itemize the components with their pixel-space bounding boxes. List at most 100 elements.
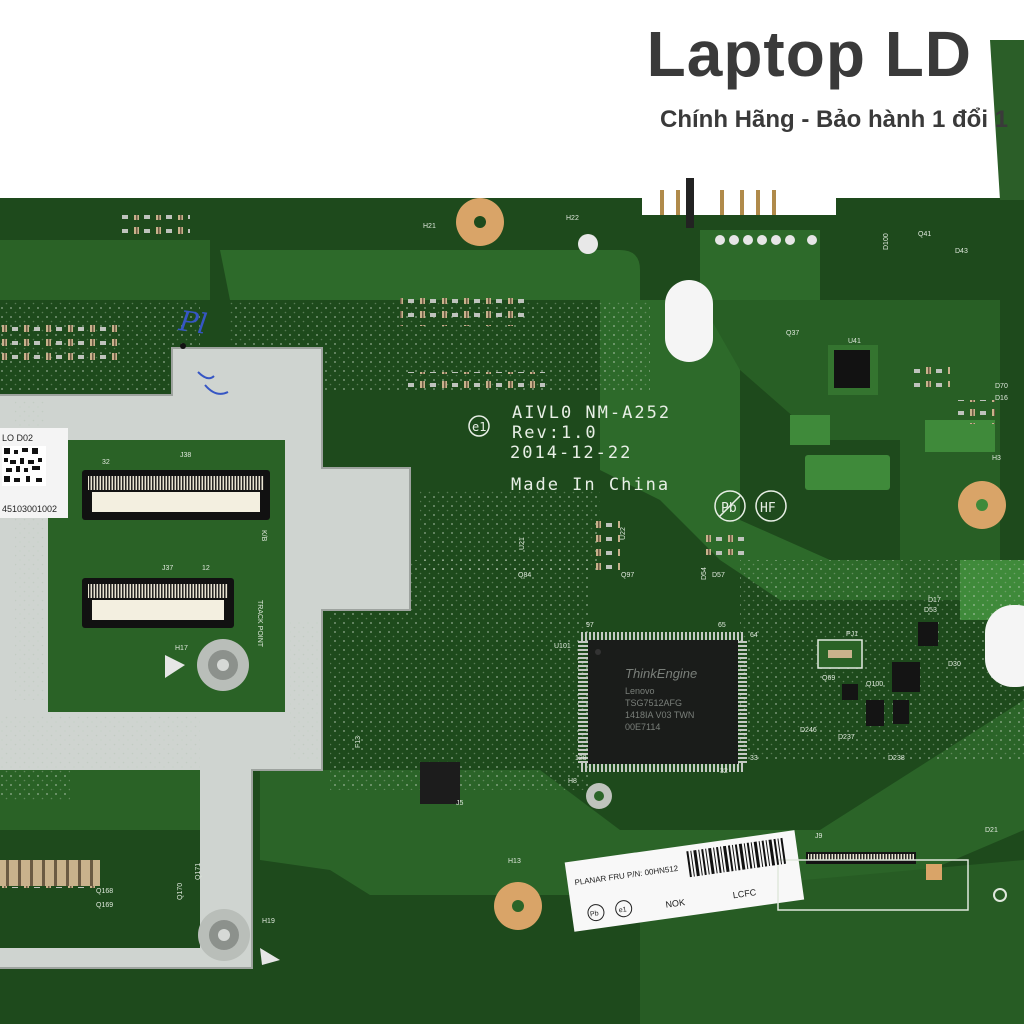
ref-d43: D43 xyxy=(955,248,968,255)
left-sticker-top: LO D02 xyxy=(2,433,33,443)
pb-free-mark: Pb xyxy=(721,501,737,516)
ref-q169: Q169 xyxy=(96,902,113,909)
copper-pad-area xyxy=(805,455,890,490)
board-slot xyxy=(665,280,713,362)
fru-e1-mark: e1 xyxy=(618,906,627,914)
pin-32: 32 xyxy=(720,768,728,775)
smd-components xyxy=(400,298,530,326)
board-slot xyxy=(985,605,1024,687)
ref-q69: Q69 xyxy=(822,675,835,682)
handwritten-marker-note: Pl xyxy=(176,304,229,395)
pin-65: 65 xyxy=(718,622,726,629)
chip-j5 xyxy=(420,762,460,804)
chip-markings: ThinkEngine Lenovo TSG7512AFG 1418IA V03… xyxy=(625,666,697,732)
metal-shield xyxy=(0,348,410,968)
standoff-h17 xyxy=(197,639,249,691)
board-rev-text: Rev:1.0 xyxy=(512,423,598,443)
header-pins xyxy=(660,178,817,245)
ref-u21: U21 xyxy=(519,537,526,550)
ref-q170: Q170 xyxy=(177,883,184,900)
brand-title: Laptop LD xyxy=(646,18,972,90)
board-date-text: 2014-12-22 xyxy=(510,443,632,463)
via-ring xyxy=(993,888,1007,902)
chip-small xyxy=(842,684,858,700)
ref-q97: Q97 xyxy=(621,572,634,579)
fru-pb-mark: Pb xyxy=(590,910,600,918)
board-edge-notch xyxy=(990,40,1024,200)
ref-d54: D54 xyxy=(701,567,708,580)
smd-components xyxy=(120,215,190,241)
board-silkscreen: e1 AIVL0 NM-A252 Rev:1.0 2014-12-22 Made… xyxy=(468,403,787,522)
small-pad xyxy=(926,864,942,880)
ref-d237: D237 xyxy=(838,734,855,741)
ref-q37: Q37 xyxy=(786,330,799,337)
mounting-hole-h3 xyxy=(958,481,1006,529)
barcode xyxy=(686,837,786,878)
chip-brand: ThinkEngine xyxy=(625,666,697,681)
reference-designators: H21 H22 H17 H8 H13 H19 H3 J38 32 J37 12 … xyxy=(96,215,1008,925)
shield-edge xyxy=(0,347,411,969)
ref-kb: K/B xyxy=(260,530,267,542)
mounting-hole-h8 xyxy=(586,783,612,809)
ref-trackpoint: TRACK POINT xyxy=(256,600,263,648)
ref-h19: H19 xyxy=(262,918,275,925)
ref-d53: D53 xyxy=(924,607,937,614)
left-sticker-bottom: 45103001002 xyxy=(2,504,57,514)
ref-j5: J5 xyxy=(456,800,464,807)
left-barcode-sticker xyxy=(0,428,68,518)
chip-small xyxy=(893,700,909,724)
shield-dots xyxy=(290,620,320,760)
chip-small xyxy=(918,622,938,646)
ref-d246: D246 xyxy=(800,727,817,734)
copper-pad-area xyxy=(925,420,995,452)
connector-j37[interactable] xyxy=(82,578,234,628)
ref-q84: Q84 xyxy=(518,572,531,579)
pj1-pad xyxy=(817,639,863,669)
ref-h3: H3 xyxy=(992,455,1001,462)
mounting-hole-h13 xyxy=(494,882,542,930)
copper-plane xyxy=(0,240,210,300)
arrow-marker xyxy=(260,948,280,965)
ref-d100: D100 xyxy=(883,233,890,250)
pin-128: 128 xyxy=(575,755,587,762)
arrow-marker xyxy=(165,655,185,678)
chip-small xyxy=(866,700,884,726)
ref-pj1: PJ1 xyxy=(846,631,858,638)
chip-line-3: 1418IA V03 TWN xyxy=(625,710,694,720)
connector-j9-pins xyxy=(808,854,914,860)
chip-u41 xyxy=(828,345,878,395)
ref-h22: H22 xyxy=(566,215,579,222)
brand-subtitle: Chính Hãng - Bảo hành 1 đổi 1 xyxy=(660,106,1008,133)
ref-d238: D238 xyxy=(888,755,905,762)
mounting-hole-h21 xyxy=(456,198,504,246)
fru-lcfc: LCFC xyxy=(732,887,757,900)
ref-q100: Q100 xyxy=(866,681,883,688)
ref-q168: Q168 xyxy=(96,888,113,895)
ref-d21: D21 xyxy=(985,827,998,834)
pin-97: 97 xyxy=(586,622,594,629)
ref-f13: F13 xyxy=(355,736,362,748)
pin-64: 64 xyxy=(750,632,758,639)
connector-outline xyxy=(777,859,969,911)
via-field xyxy=(740,560,1024,760)
ref-q41: Q41 xyxy=(918,231,931,238)
svg-text:Pl: Pl xyxy=(176,304,209,341)
ref-h17: H17 xyxy=(175,645,188,652)
smd-components xyxy=(705,535,745,555)
ref-j38: J38 xyxy=(180,452,191,459)
e1-mark: e1 xyxy=(472,420,486,434)
ref-q171: Q171 xyxy=(195,863,202,880)
ref-d57: D57 xyxy=(712,572,725,579)
smd-row-bottom xyxy=(0,860,100,886)
ref-h21: H21 xyxy=(423,223,436,230)
ref-d70: D70 xyxy=(995,383,1008,390)
connector-j38[interactable] xyxy=(82,470,270,520)
ref-h13: H13 xyxy=(508,858,521,865)
ref-u22: U22 xyxy=(620,527,627,540)
pj1-inner xyxy=(828,650,852,658)
smd-components xyxy=(955,400,995,424)
via-field xyxy=(420,490,600,570)
ref-d17: D17 xyxy=(928,597,941,604)
ref-h8: H8 xyxy=(568,778,577,785)
ref-j37-pin: 12 xyxy=(202,565,210,572)
